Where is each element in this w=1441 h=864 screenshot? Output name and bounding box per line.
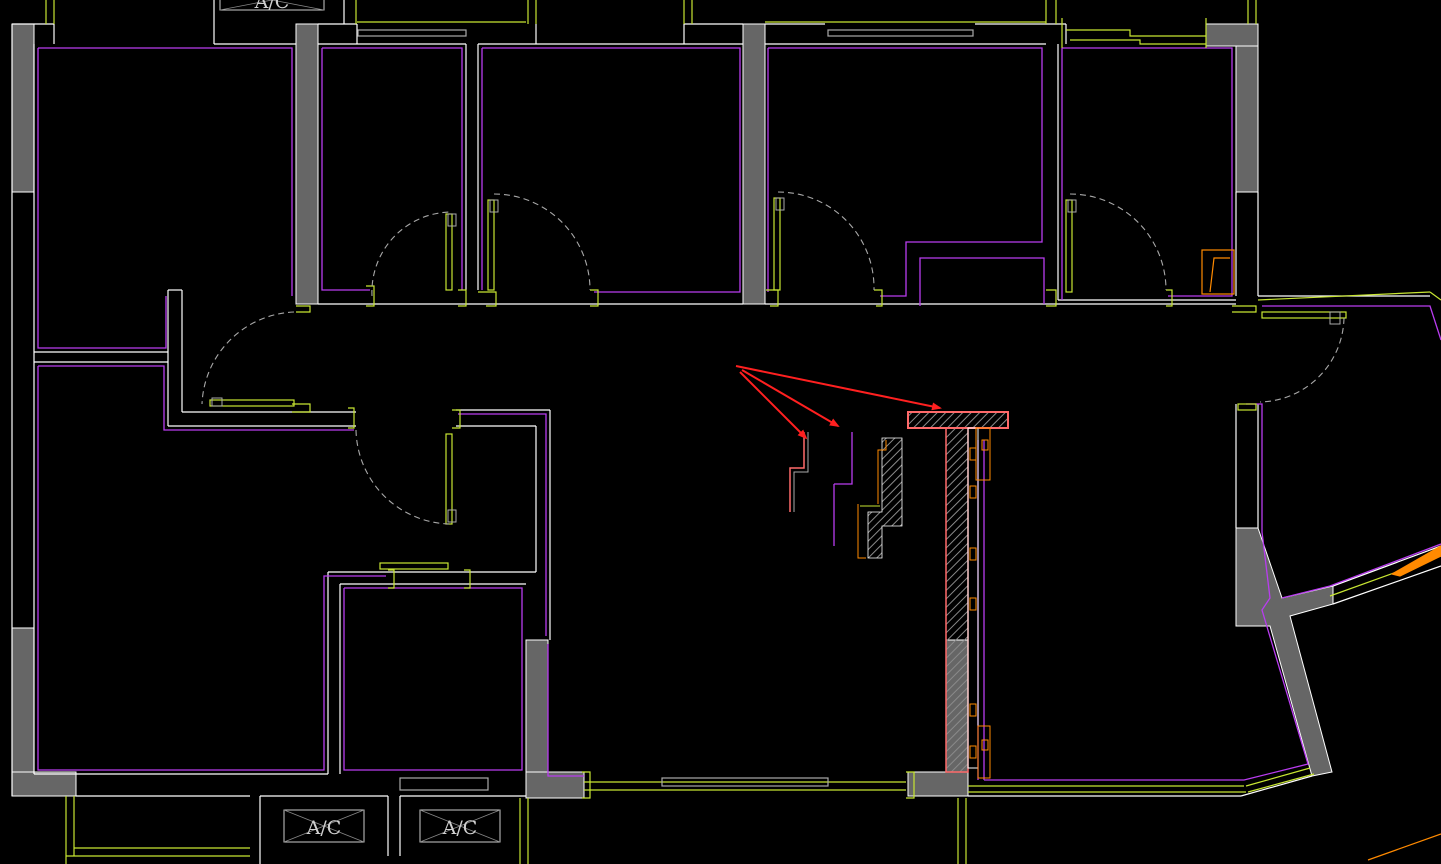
window-frames <box>45 0 1441 864</box>
room-inner-outlines <box>37 47 1441 781</box>
annotation-arrows <box>735 365 942 440</box>
door-hinges <box>211 197 1341 523</box>
fixtures <box>1201 249 1441 861</box>
ac-label: A/C <box>306 817 342 839</box>
arrow-to-t-wall <box>735 365 942 411</box>
ac-unit-bottom-right: A/C <box>419 809 501 843</box>
door-swings <box>201 191 1345 525</box>
ac-unit-bottom-left: A/C <box>283 809 365 843</box>
ac-label: A/C <box>442 817 478 839</box>
ac-label: A/C <box>254 0 290 13</box>
arrow-to-mid-fragment <box>741 369 840 428</box>
ac-unit-top: A/C <box>219 0 325 13</box>
highlighted-t-wall <box>789 411 1009 779</box>
arrow-to-left-fragment <box>739 371 808 440</box>
structural-columns <box>11 23 1334 799</box>
wall-outlines <box>11 0 1441 864</box>
